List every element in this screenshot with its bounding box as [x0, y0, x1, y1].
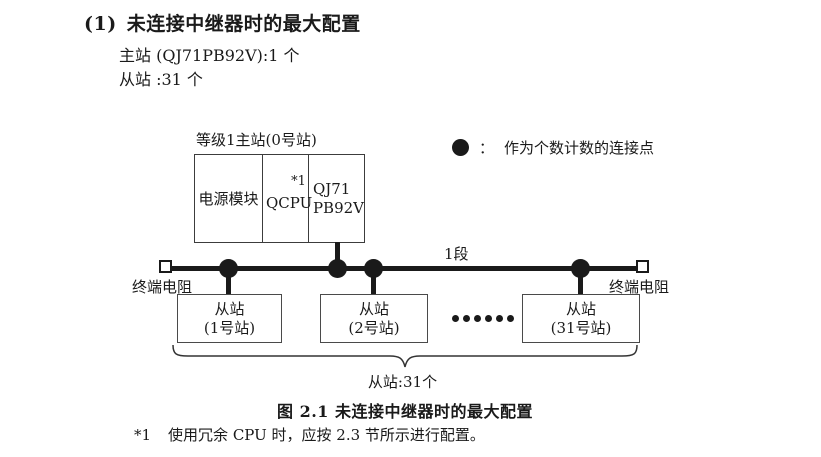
master-station-box: 电源模块 *1 QCPU QJ71 PB92V	[194, 154, 365, 243]
section-heading: (1) 未连接中继器时的最大配置	[84, 9, 361, 36]
figure-caption: 图 2.1 未连接中继器时的最大配置	[277, 402, 533, 421]
slave-count-label: 从站:31个	[367, 373, 438, 391]
section-title: 未连接中继器时的最大配置	[126, 13, 361, 35]
slave-station-box-31: 从站 (31号站)	[522, 294, 640, 343]
terminator-label-right: 终端电阻	[609, 278, 670, 296]
slave-station-box-1: 从站 (1号站)	[177, 294, 282, 343]
slave-title: 从站	[214, 299, 245, 318]
slave-station-number: (31号站)	[550, 318, 612, 337]
network-module-line2: PB92V	[312, 198, 364, 217]
section-number: (1)	[84, 13, 117, 35]
terminator-square-right	[636, 260, 649, 273]
cpu-module-cell: *1 QCPU	[263, 155, 313, 242]
slave-drop-line	[371, 268, 376, 295]
slave-drop-line	[578, 268, 583, 295]
spec-line-master: 主站 (QJ71PB92V):1 个	[119, 46, 300, 65]
cpu-module-label: QCPU	[265, 194, 313, 212]
connection-dot	[328, 259, 347, 278]
connection-dot	[364, 259, 383, 278]
power-module-cell: 电源模块	[195, 155, 263, 242]
bus-line	[166, 266, 644, 271]
cpu-footnote-ref: *1	[291, 174, 306, 189]
slave-title: 从站	[565, 299, 596, 318]
network-module-line1: QJ71	[312, 179, 351, 198]
terminator-label-left: 终端电阻	[132, 278, 193, 296]
footnote-text: 使用冗余 CPU 时，应按 2.3 节所示进行配置。	[168, 426, 485, 444]
spec-line-slave: 从站 :31 个	[119, 70, 203, 89]
legend-text: 作为个数计数的连接点	[504, 139, 655, 157]
master-drop-line	[335, 242, 340, 269]
master-station-label: 等级1主站(0号站)	[196, 131, 317, 149]
network-module-cell: QJ71 PB92V	[309, 155, 364, 242]
terminator-square-left	[159, 260, 172, 273]
slave-station-box-2: 从站 (2号站)	[320, 294, 428, 343]
legend: ： 作为个数计数的连接点	[452, 137, 654, 158]
slave-station-number: (1号站)	[203, 318, 256, 337]
connection-dot	[219, 259, 238, 278]
slave-drop-line	[226, 268, 231, 295]
slave-title: 从站	[358, 299, 389, 318]
connection-dot	[571, 259, 590, 278]
ellipsis-dots	[452, 315, 514, 322]
segment-label: 1段	[444, 245, 469, 263]
slave-station-number: (2号站)	[348, 318, 400, 337]
footnote: *1 使用冗余 CPU 时，应按 2.3 节所示进行配置。	[134, 424, 485, 445]
legend-separator: ：	[479, 139, 495, 157]
connection-dot-icon	[452, 139, 469, 156]
footnote-marker: *1	[134, 426, 152, 444]
